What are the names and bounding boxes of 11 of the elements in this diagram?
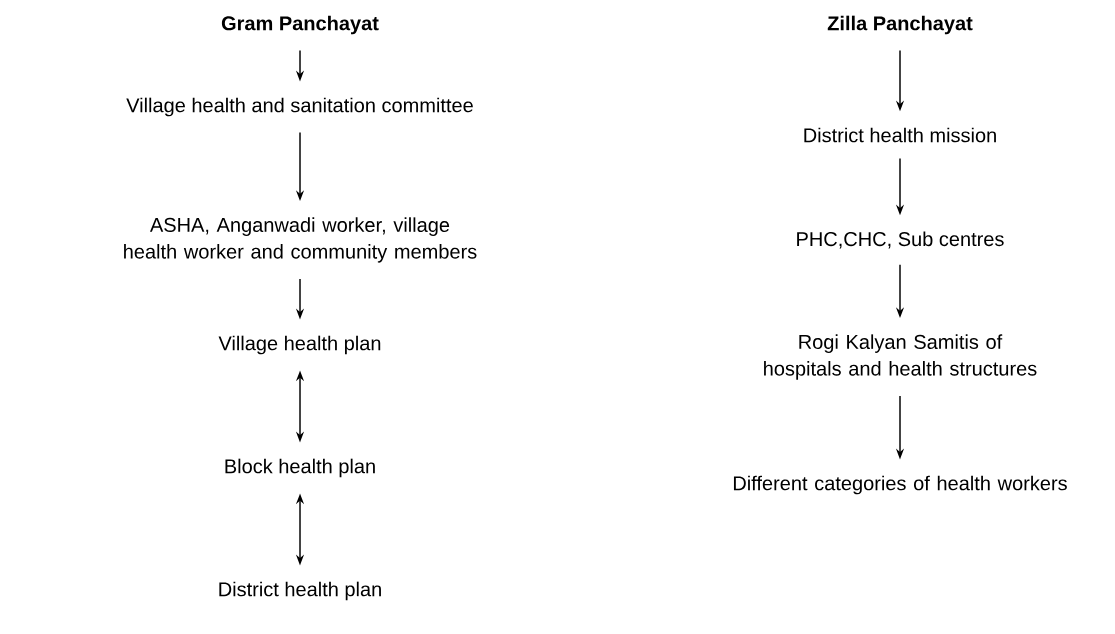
text-label: District health mission (804, 127, 996, 143)
text-label: Gram Panchayat (221, 15, 379, 35)
text-label: Rogi Kalyan Samitis of hospitals and health structures (764, 334, 1037, 380)
text-label: Different categories of health workers (733, 475, 1067, 495)
text-label: Zilla Panchayat (827, 15, 973, 35)
text-label: PHC,CHC, Sub centres (797, 231, 1004, 249)
text-label: District health plan (219, 581, 381, 601)
text-label: ASHA, Anganwadi worker, village health worker and community members (124, 217, 477, 263)
text-label: Block health plan (225, 458, 375, 478)
text-label: Village health and sanitation committee (126, 97, 473, 117)
text-label: Village health plan (218, 335, 381, 355)
